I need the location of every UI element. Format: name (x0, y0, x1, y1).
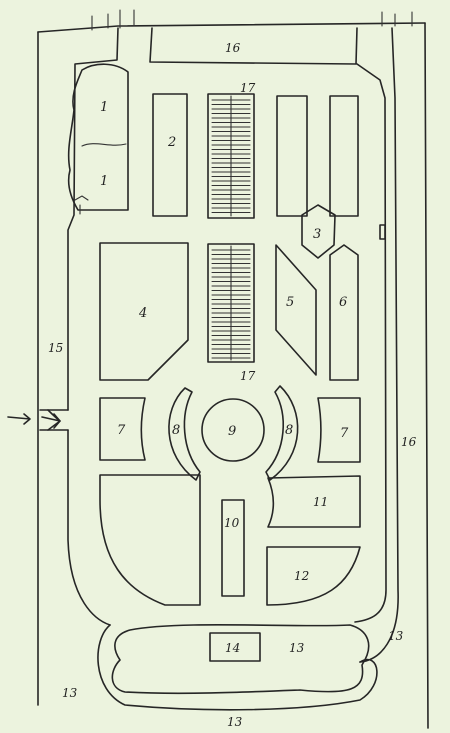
label-4: 4 (138, 306, 147, 321)
bed-5 (275, 244, 317, 376)
bed-11 (267, 475, 361, 528)
label-10: 10 (224, 516, 240, 530)
label-13-left: 13 (62, 686, 78, 700)
label-15: 15 (48, 341, 63, 355)
bed-13-inner-loop (111, 623, 370, 695)
label-17-bottom: 17 (240, 369, 256, 383)
bed-17-bottom (207, 243, 255, 363)
bed-3 (301, 204, 336, 259)
bed-upper-right-a (276, 95, 308, 217)
bed-17-top (207, 93, 255, 219)
labels: 1 1 2 3 4 5 6 7 7 8 8 9 10 11 12 13 13 1… (48, 41, 417, 729)
label-9: 9 (228, 424, 236, 439)
label-14: 14 (225, 641, 240, 655)
outer-boundary (37, 9, 429, 729)
label-8-left: 8 (172, 423, 180, 438)
beds (67, 63, 378, 711)
bed-7-left (99, 397, 146, 461)
bed-12 (266, 546, 361, 606)
label-2: 2 (167, 135, 176, 150)
bed-lower-left (99, 474, 201, 606)
bed-8-right (265, 385, 299, 481)
label-6: 6 (339, 295, 347, 310)
bed-2 (152, 93, 188, 217)
bed-4 (99, 242, 189, 381)
label-3: 3 (313, 227, 321, 242)
bed-1-outline (67, 63, 129, 211)
bed-8-left (168, 387, 201, 481)
label-17-top: 17 (240, 81, 256, 95)
label-12: 12 (294, 569, 309, 583)
bed-7-right (317, 397, 361, 463)
label-5: 5 (286, 295, 294, 310)
label-13-bottom: 13 (227, 715, 243, 729)
path-edges (7, 27, 399, 663)
bed-10 (221, 499, 245, 597)
bed-upper-right-b (329, 95, 359, 217)
bed-9 (201, 398, 265, 462)
bed-14 (209, 632, 261, 662)
label-16-right: 16 (401, 435, 417, 449)
label-7-right: 7 (340, 426, 349, 441)
label-1b: 1 (100, 174, 108, 189)
label-13-right: 13 (388, 629, 404, 643)
bed-6 (329, 244, 359, 381)
label-8-right: 8 (285, 423, 293, 438)
bed-17-hatching (211, 95, 251, 361)
label-1a: 1 (100, 100, 108, 115)
label-16-top: 16 (225, 41, 241, 55)
label-11: 11 (313, 495, 328, 509)
label-13-inner: 13 (289, 641, 305, 655)
label-7-left: 7 (117, 423, 126, 438)
